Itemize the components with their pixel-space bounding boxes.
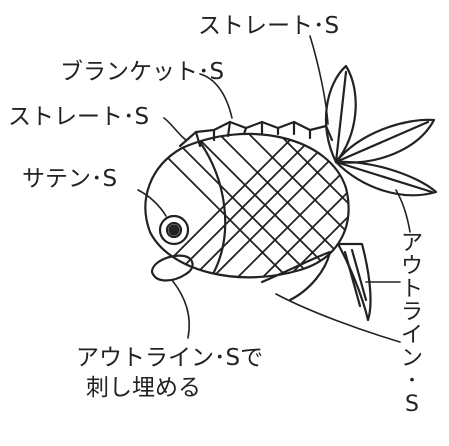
leaf-upper-right [334,118,436,164]
leader-outline-leaf [395,189,411,233]
eye-outer [158,214,190,246]
label-outline-stitch-char: ウ [401,254,423,279]
leader-blanket [199,73,233,119]
eye-inner [165,221,183,239]
label-straight-stitch-top: ストレート･S [198,13,339,39]
mouth [150,254,194,282]
tail-rays [343,248,368,308]
label-fill-instruction-line1: アウトライン･Sで [76,345,263,371]
label-fill-instruction-line2: 刺し埋める [86,375,201,401]
leader-outline-fin [275,293,401,343]
label-outline-stitch-char: S [405,392,419,417]
dorsal-fin-rays [194,120,312,148]
label-satin-stitch: サテン･S [22,166,117,192]
leaf-top [324,64,357,164]
label-outline-stitch-char: ･ [406,369,417,394]
label-outline-stitch-char: ラ [401,300,423,325]
label-outline-stitch-char: ア [401,231,423,256]
leader-straight-left [163,117,187,141]
leader-fill [171,279,191,339]
scale-pattern [159,133,349,278]
label-outline-stitch-char: ト [401,277,423,302]
label-outline-stitch-char: ン [401,346,423,371]
label-straight-stitch-left: ストレート･S [8,104,149,130]
leader-lines [137,35,411,343]
leaf-lower-right [334,160,438,197]
eye-pupil [168,224,180,236]
label-outline-stitch-char: イ [401,323,423,348]
leaves [324,64,438,197]
label-outline-stitch-vertical: アウトライン･S [401,231,423,417]
leader-straight-top [309,35,329,125]
label-blanket-stitch: ブランケット･S [60,59,224,85]
dorsal-fin [178,120,334,148]
pectoral-fin [260,250,332,302]
fish-body-outline [144,132,350,279]
leader-satin [137,189,167,217]
